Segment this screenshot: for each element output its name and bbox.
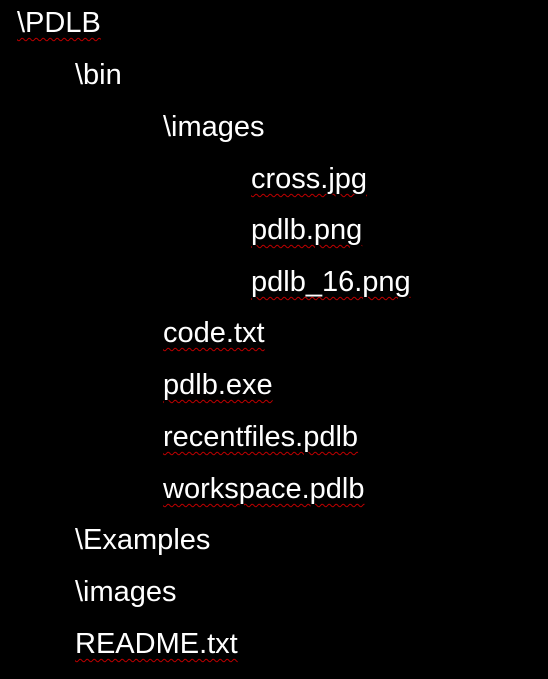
- pdlb-16-png-label: pdlb_16.png: [251, 266, 411, 298]
- tree-item-workspace-pdlb: workspace.pdlb: [163, 472, 365, 506]
- recentfiles-pdlb-label: recentfiles.pdlb: [163, 421, 359, 453]
- bin-images-folder-label: \images: [163, 111, 265, 143]
- tree-item-recentfiles-pdlb: recentfiles.pdlb: [163, 420, 358, 454]
- tree-item-pdlb-exe: pdlb.exe: [163, 368, 273, 402]
- tree-item-pdlb-16-png: pdlb_16.png: [251, 265, 411, 299]
- bin-folder-label: \bin: [75, 59, 122, 91]
- images-folder-label: \images: [75, 576, 177, 608]
- pdlb-folder-label: \PDLB: [17, 7, 101, 39]
- examples-folder-label: \Examples: [75, 524, 211, 556]
- pdlb-png-label: pdlb.png: [251, 214, 363, 246]
- tree-item-pdlb-png: pdlb.png: [251, 213, 362, 247]
- tree-item-bin-folder: \bin: [75, 58, 122, 92]
- tree-item-images-folder: \images: [75, 575, 177, 609]
- workspace-pdlb-label: workspace.pdlb: [163, 473, 365, 505]
- tree-item-code-txt: code.txt: [163, 316, 265, 350]
- readme-txt-label: README.txt: [75, 628, 238, 660]
- tree-item-readme-txt: README.txt: [75, 627, 238, 661]
- cross-jpg-label: cross.jpg: [251, 163, 368, 195]
- code-txt-label: code.txt: [163, 317, 265, 349]
- tree-item-bin-images-folder: \images: [163, 110, 265, 144]
- tree-item-cross-jpg: cross.jpg: [251, 162, 367, 196]
- tree-item-pdlb-folder: \PDLB: [17, 6, 101, 40]
- pdlb-exe-label: pdlb.exe: [163, 369, 273, 401]
- tree-item-examples-folder: \Examples: [75, 523, 210, 557]
